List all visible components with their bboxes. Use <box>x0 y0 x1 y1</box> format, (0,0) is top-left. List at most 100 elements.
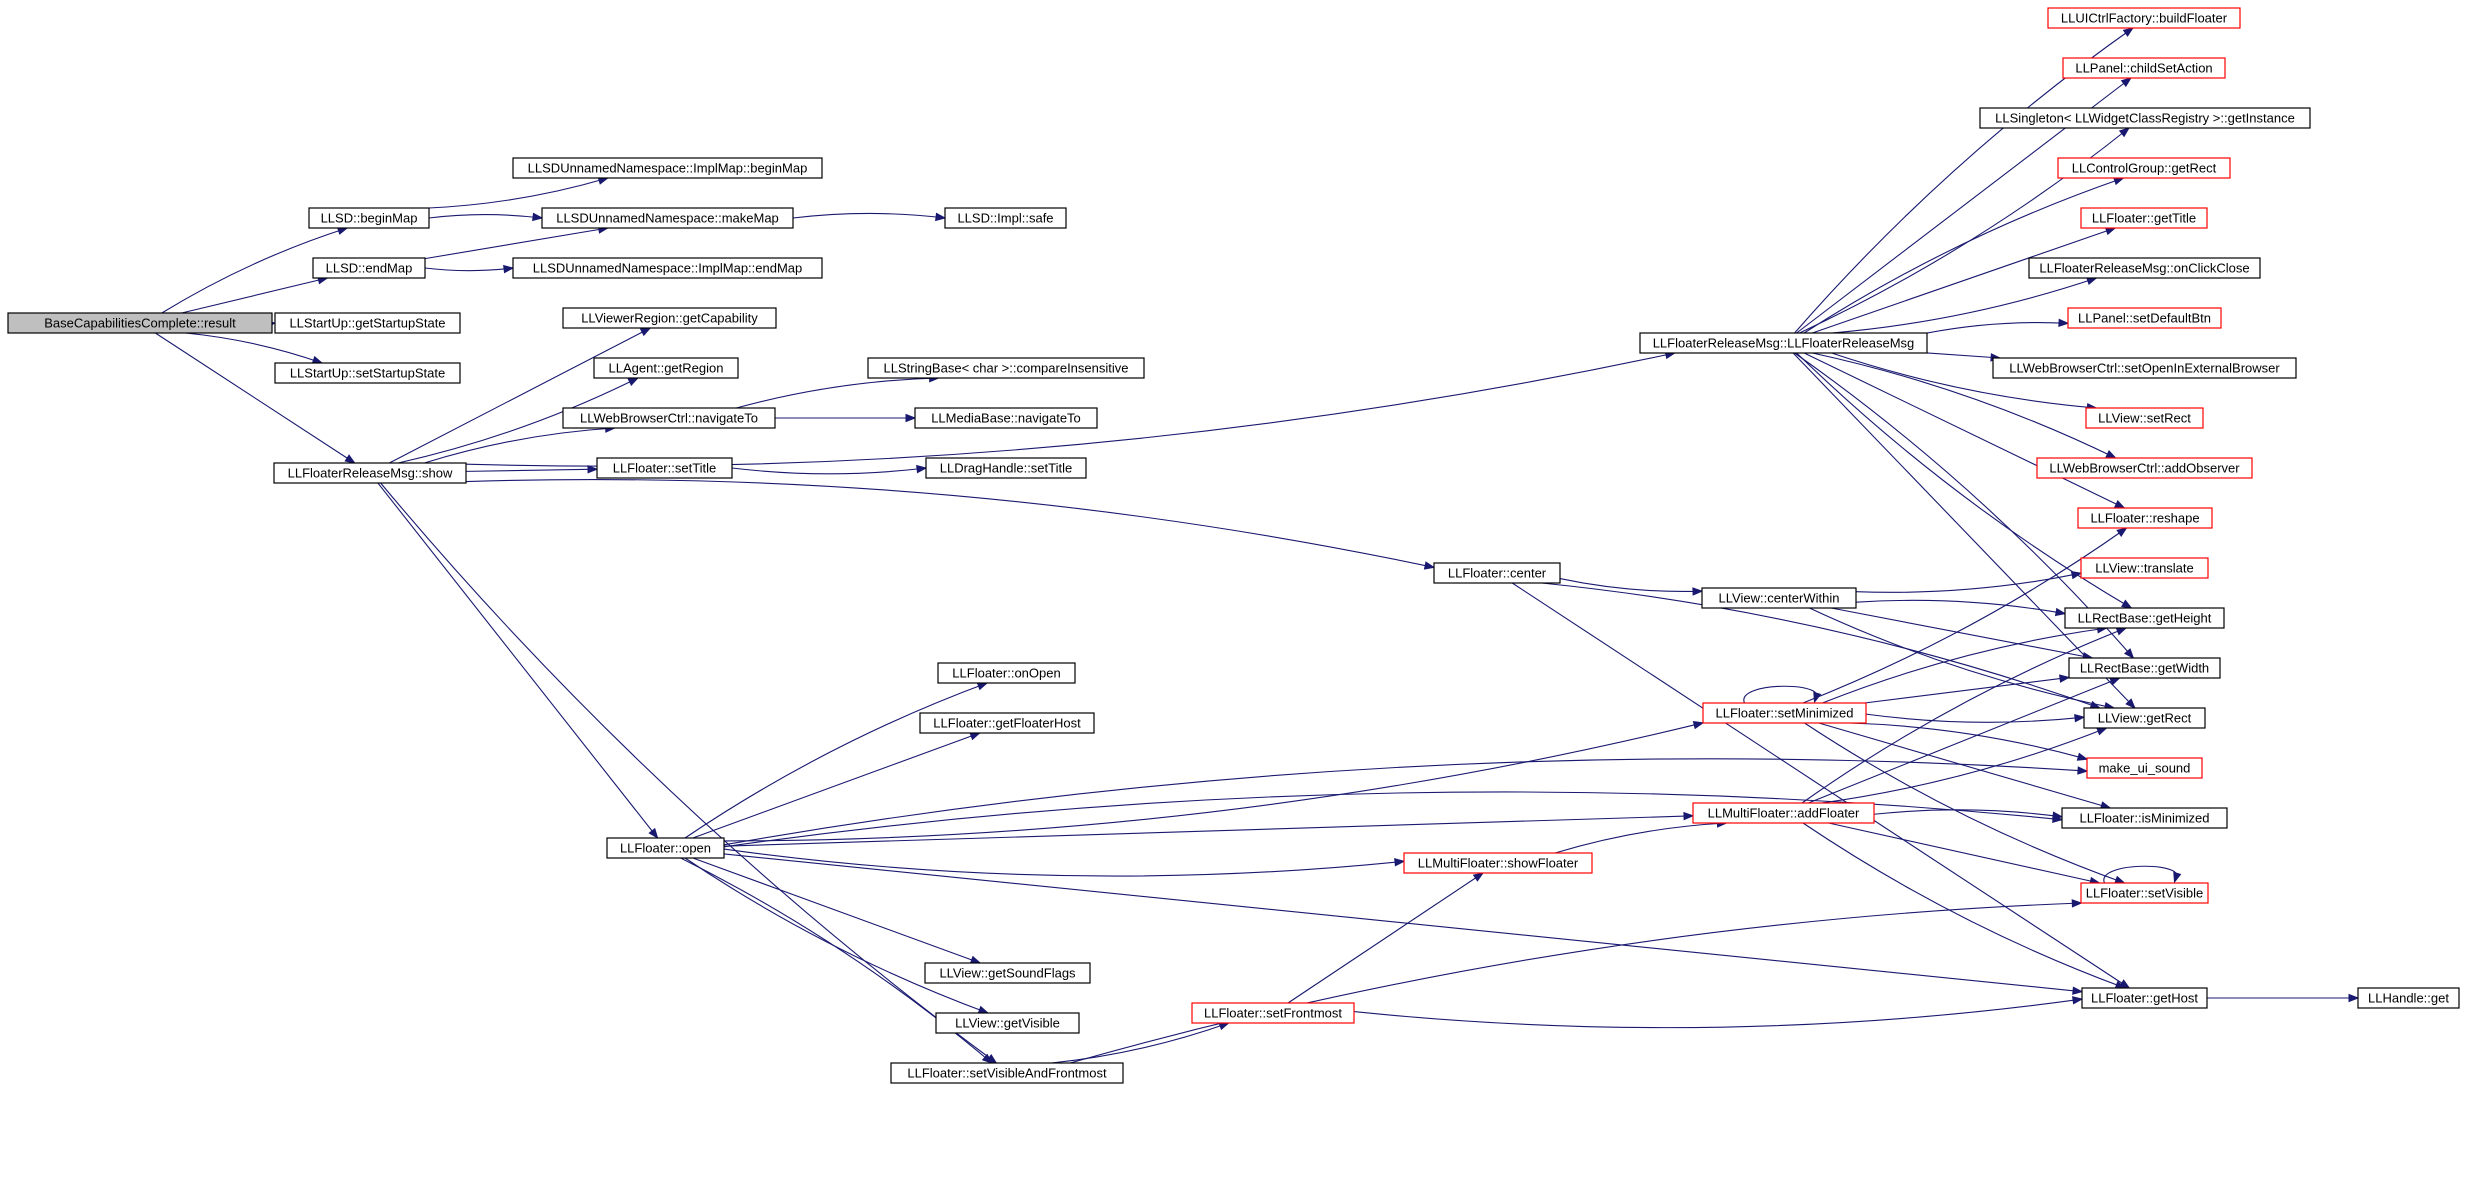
node-box <box>593 357 739 379</box>
graph-node-showFloater[interactable]: LLMultiFloater::showFloater <box>1403 852 1593 874</box>
graph-node-viewGetRect[interactable]: LLView::getRect <box>2083 707 2206 729</box>
node-box <box>312 257 426 279</box>
graph-node-setOpenInExternalBrowser[interactable]: LLWebBrowserCtrl::setOpenInExternalBrows… <box>1992 357 2297 379</box>
node-box <box>1701 587 1857 609</box>
call-edge-navigateTo-to-mediaNavigateTo <box>775 413 917 423</box>
call-edge-centerWithin-to-getHeight <box>1855 599 2067 617</box>
graph-node-safe[interactable]: LLSD::Impl::safe <box>944 207 1067 229</box>
call-edge-navigateTo-to-compareInsensitive <box>736 374 940 409</box>
call-edge-show-to-setVisibleAndFrontmost <box>380 482 998 1064</box>
graph-node-fSetTitle[interactable]: LLFloater::setTitle <box>596 457 733 479</box>
node-box <box>1433 562 1561 584</box>
graph-node-childSetAction[interactable]: LLPanel::childSetAction <box>2062 57 2226 79</box>
node-box <box>935 1012 1080 1034</box>
edge-line <box>181 277 328 314</box>
edge-arrowhead <box>2052 811 2064 820</box>
graph-node-getCapability[interactable]: LLViewerRegion::getCapability <box>562 307 777 329</box>
edge-line <box>1926 352 2001 359</box>
graph-node-navigateTo[interactable]: LLWebBrowserCtrl::navigateTo <box>562 407 776 429</box>
graph-node-setVisibleAndFrontmost[interactable]: LLFloater::setVisibleAndFrontmost <box>890 1062 1124 1084</box>
graph-node-getSoundFlags[interactable]: LLView::getSoundFlags <box>924 962 1091 984</box>
edge-arrowhead <box>2071 899 2083 908</box>
node-box <box>512 257 823 279</box>
graph-node-getWidth[interactable]: LLRectBase::getWidth <box>2068 657 2221 679</box>
edge-line <box>424 227 608 260</box>
graph-node-setStartupState[interactable]: LLStartUp::setStartupState <box>274 362 461 384</box>
node-box <box>596 457 733 479</box>
edge-line <box>736 377 939 409</box>
graph-node-buildFloater[interactable]: LLUICtrlFactory::buildFloater <box>2047 7 2241 29</box>
node-label: LLFloater::open <box>620 841 711 856</box>
graph-node-setRect[interactable]: LLView::setRect <box>2085 407 2204 429</box>
graph-node-getInstance[interactable]: LLSingleton< LLWidgetClassRegistry >::ge… <box>1979 107 2311 129</box>
graph-node-root[interactable]: BaseCapabilitiesComplete::result <box>7 312 273 334</box>
graph-node-makeMap[interactable]: LLSDUnnamedNamespace::makeMap <box>541 207 794 229</box>
node-label: LLMediaBase::navigateTo <box>931 411 1081 426</box>
node-label: LLStartUp::setStartupState <box>290 366 445 381</box>
graph-node-setFrontmost[interactable]: LLFloater::setFrontmost <box>1191 1002 1355 1024</box>
graph-node-setDefaultBtn[interactable]: LLPanel::setDefaultBtn <box>2067 307 2222 329</box>
graph-node-onClickClose[interactable]: LLFloaterReleaseMsg::onClickClose <box>2028 257 2261 279</box>
node-box <box>1403 852 1593 874</box>
graph-node-show[interactable]: LLFloaterReleaseMsg::show <box>273 462 467 484</box>
node-box <box>2036 457 2253 479</box>
edge-line <box>684 682 988 839</box>
edge-line <box>1821 727 2107 804</box>
edge-line <box>1864 676 2070 704</box>
edge-arrowhead <box>2072 996 2084 1005</box>
edge-arrowhead <box>2348 993 2360 1003</box>
call-edge-centerWithin-to-translate <box>1855 570 2083 593</box>
edge-line <box>1818 722 2111 809</box>
edge-line <box>723 815 1694 847</box>
graph-node-translate[interactable]: LLView::translate <box>2080 557 2209 579</box>
graph-node-setMinimized[interactable]: LLFloater::setMinimized <box>1702 702 1867 724</box>
graph-node-releaseMsg[interactable]: LLFloaterReleaseMsg::LLFloaterReleaseMsg <box>1639 332 1928 354</box>
node-box <box>2067 307 2222 329</box>
node-label: LLView::centerWithin <box>1719 591 1840 606</box>
node-box <box>890 1062 1124 1084</box>
call-edge-addFloater-to-isMinimized <box>1873 809 2064 820</box>
graph-node-getTitle[interactable]: LLFloater::getTitle <box>2080 207 2208 229</box>
graph-node-getVisible[interactable]: LLView::getVisible <box>935 1012 1080 1034</box>
graph-node-getRegion[interactable]: LLAgent::getRegion <box>593 357 739 379</box>
graph-node-cgGetRect[interactable]: LLControlGroup::getRect <box>2057 157 2231 179</box>
call-edge-open-to-addFloater <box>723 811 1695 847</box>
graph-node-addObserver[interactable]: LLWebBrowserCtrl::addObserver <box>2036 457 2253 479</box>
edge-line <box>2103 865 2178 884</box>
node-label: LLView::getRect <box>2098 711 2192 726</box>
edge-arrowhead <box>981 1053 993 1064</box>
graph-node-getStartupState[interactable]: LLStartUp::getStartupState <box>274 312 461 334</box>
graph-node-open[interactable]: LLFloater::open <box>606 837 725 859</box>
graph-node-makeUiSound[interactable]: make_ui_sound <box>2086 757 2203 779</box>
graph-node-handleGet[interactable]: LLHandle::get <box>2357 987 2460 1009</box>
edge-layer <box>155 27 2360 1064</box>
graph-node-getHost[interactable]: LLFloater::getHost <box>2081 987 2208 1009</box>
node-box <box>867 357 1145 379</box>
node-label: LLFloater::setVisibleAndFrontmost <box>907 1066 1107 1081</box>
graph-node-isMinimized[interactable]: LLFloater::isMinimized <box>2061 807 2228 829</box>
graph-node-implEndMap[interactable]: LLSDUnnamedNamespace::ImplMap::endMap <box>512 257 823 279</box>
node-label: LLView::getSoundFlags <box>939 966 1076 981</box>
node-label: LLFloater::setTitle <box>613 461 717 476</box>
graph-node-getHeight[interactable]: LLRectBase::getHeight <box>2064 607 2225 629</box>
graph-node-endMap[interactable]: LLSD::endMap <box>312 257 426 279</box>
graph-node-mediaNavigateTo[interactable]: LLMediaBase::navigateTo <box>914 407 1098 429</box>
call-edge-releaseMsg-to-onClickClose <box>1831 277 2098 334</box>
edge-line <box>377 482 659 839</box>
graph-node-getFloaterHost[interactable]: LLFloater::getFloaterHost <box>919 712 1095 734</box>
call-edge-setMinimized-to-reshape <box>1802 527 2128 704</box>
edge-line <box>1812 227 2116 334</box>
graph-node-onOpen[interactable]: LLFloater::onOpen <box>937 662 1076 684</box>
graph-node-reshape[interactable]: LLFloater::reshape <box>2077 507 2213 529</box>
graph-node-setVisible[interactable]: LLFloater::setVisible <box>2080 882 2209 904</box>
graph-node-addFloater[interactable]: LLMultiFloater::addFloater <box>1692 802 1875 824</box>
graph-node-center[interactable]: LLFloater::center <box>1433 562 1561 584</box>
graph-node-centerWithin[interactable]: LLView::centerWithin <box>1701 587 1857 609</box>
edge-line <box>428 214 543 219</box>
edge-line <box>1873 809 2063 818</box>
graph-node-compareInsensitive[interactable]: LLStringBase< char >::compareInsensitive <box>867 357 1145 379</box>
graph-node-beginMap[interactable]: LLSD::beginMap <box>308 207 430 229</box>
call-edge-addFloater-to-getHeight <box>1801 627 2128 804</box>
graph-node-implBeginMap[interactable]: LLSDUnnamedNamespace::ImplMap::beginMap <box>512 157 823 179</box>
graph-node-dragSetTitle[interactable]: LLDragHandle::setTitle <box>925 457 1087 479</box>
